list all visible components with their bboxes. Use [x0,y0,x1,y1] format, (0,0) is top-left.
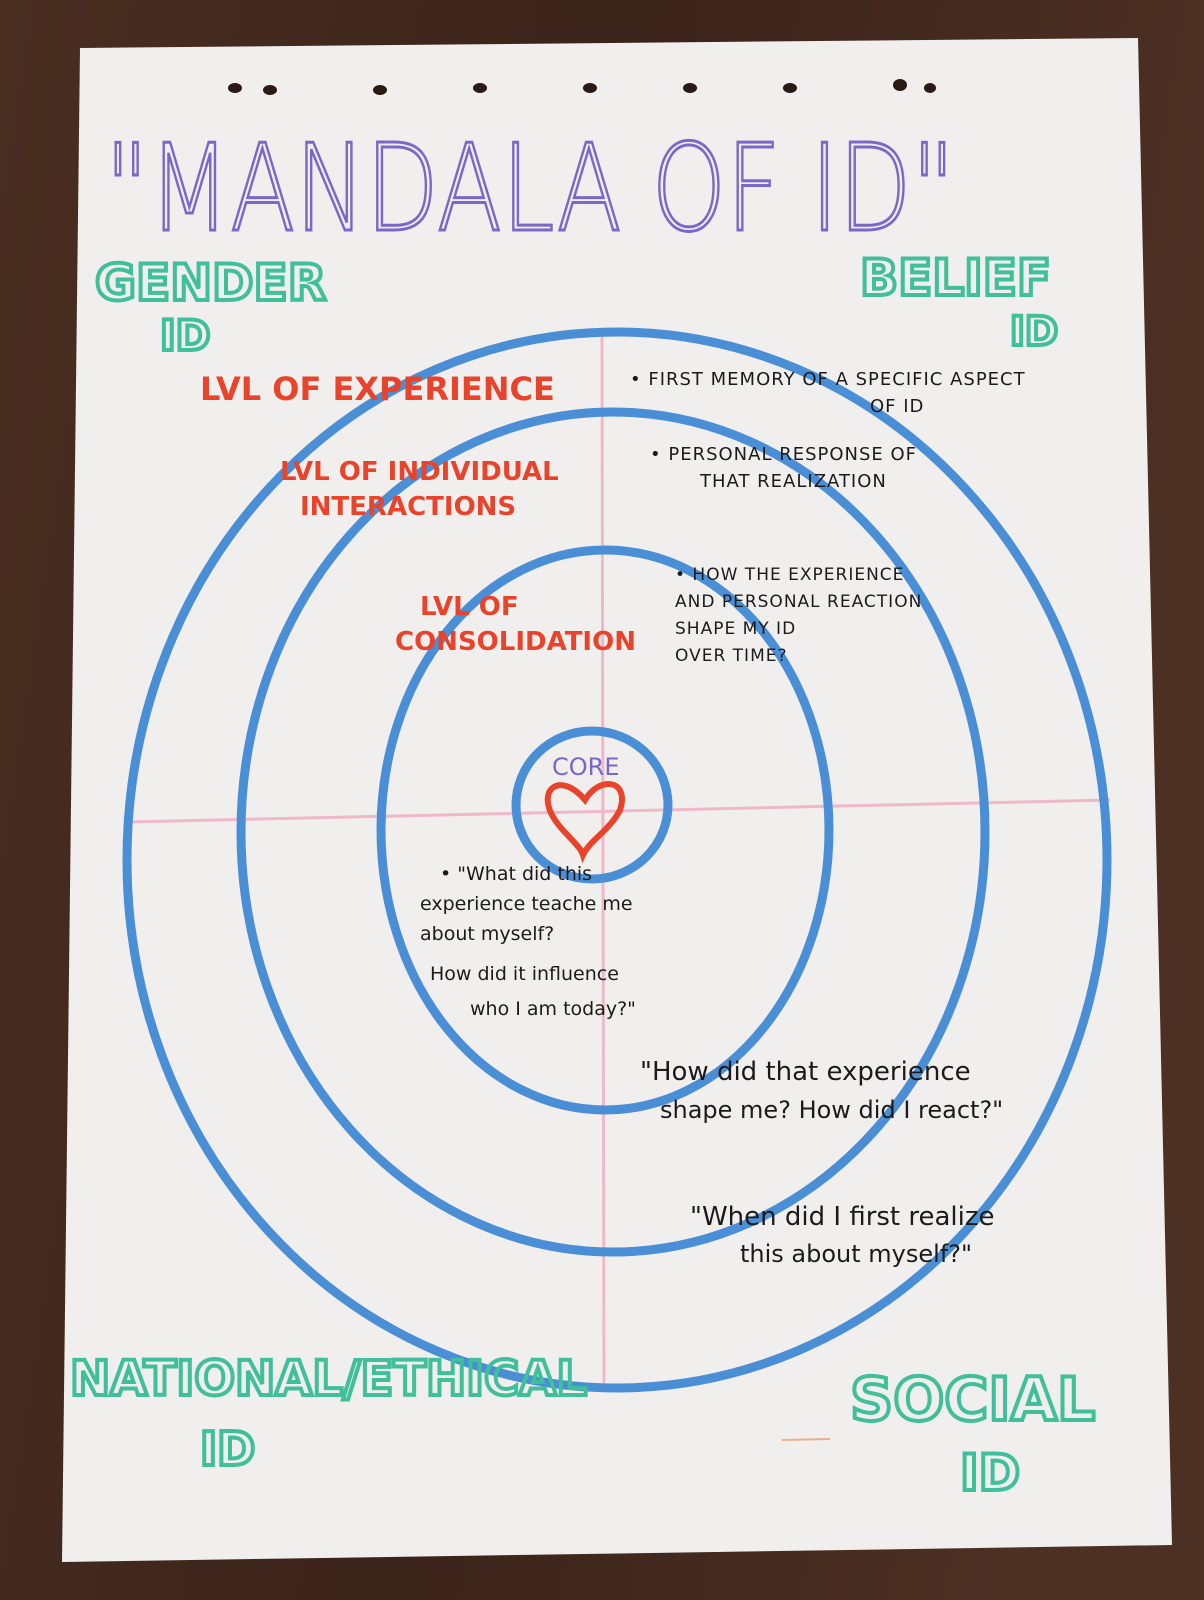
note-first-memory: • FIRST MEMORY OF A SPECIFIC ASPECT [630,369,1026,390]
note-how-experience-2: AND PERSONAL REACTION [675,592,922,612]
core-label: CORE [552,753,620,781]
gender-id-label: GENDER [95,254,326,312]
svg-text:• "What did this: • "What did this [440,863,592,885]
chart-title: "MANDALA OF ID" [105,120,955,259]
stray-mark [781,1438,831,1441]
note-how-experience-3: SHAPE MY ID [675,619,796,639]
note-when-did-2: this about myself?" [740,1240,972,1268]
belief-id-suffix: ID [1010,309,1058,355]
level-consolidation-label: CONSOLIDATION [395,627,636,657]
social-id-label: SOCIAL [850,1365,1095,1435]
heart-icon [544,781,625,864]
note-how-experience-1: • HOW THE EXPERIENCE [675,565,904,585]
note-personal-response: • PERSONAL RESPONSE OF [650,444,917,465]
svg-text:about myself?: about myself? [420,923,554,945]
paper-sheet [62,38,1172,1562]
level-experience-label: LVL OF EXPERIENCE [200,370,555,408]
national-ethical-id-label: NATIONAL/ETHICAL [70,1351,587,1407]
belief-id-label: BELIEF [860,249,1051,307]
note-what-did: • "What did this experience teache me ab… [420,863,636,1020]
national-ethical-id-suffix: ID [200,1422,255,1476]
level-interactions-label: INTERACTIONS [300,492,516,522]
social-id-suffix: ID [960,1444,1020,1502]
level-individual-label: LVL OF INDIVIDUAL [280,457,559,487]
note-personal-response-cont: THAT REALIZATION [699,471,887,492]
svg-text:How did it influence: How did it influence [430,963,619,985]
note-how-experience-4: OVER TIME? [675,646,788,666]
note-how-did-2: shape me? How did I react?" [660,1096,1003,1124]
svg-text:who I am today?": who I am today?" [470,998,636,1020]
svg-text:experience teache me: experience teache me [420,893,633,915]
gender-id-suffix: ID [160,311,211,360]
ring-individual-interactions [236,407,990,1257]
note-how-did-1: "How did that experience [640,1057,971,1087]
note-first-memory-cont: OF ID [870,396,924,417]
ring-consolidation [376,545,834,1115]
punch-holes [228,79,936,95]
ring-experience [122,327,1112,1393]
note-when-did-1: "When did I first realize [690,1202,995,1232]
ring-core [511,726,673,884]
level-consolidation-prefix: LVL OF [420,592,519,622]
